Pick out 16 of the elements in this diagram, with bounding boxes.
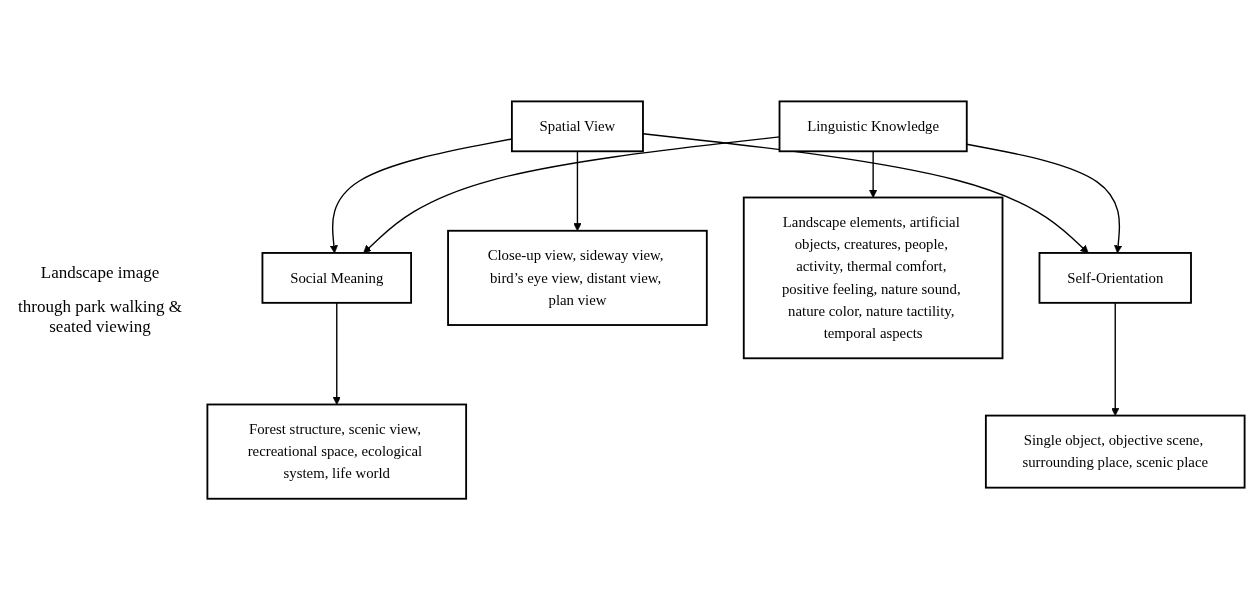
arrow	[1111, 302, 1120, 416]
node-box: Linguistic Knowledge	[778, 100, 968, 153]
node-box: Landscape elements, artificial objects, creatures, people, activity, thermal comfort, positive feeling, nature sound, nature color, nature tactility, temporal aspects	[742, 196, 1004, 360]
arrow	[332, 302, 341, 405]
node-box: Close-up view, sideway view, bird’s eye view, distant view, plan view	[447, 229, 708, 326]
node-box: Forest structure, scenic view, recreational space, ecological system, life world	[206, 403, 468, 500]
arrow	[869, 150, 878, 198]
arrow	[642, 132, 1089, 254]
arrow	[966, 143, 1123, 254]
node-box: Self-Orientation	[1038, 251, 1192, 304]
node-box: Single object, objective scene, surrounding place, scenic place	[984, 414, 1246, 489]
node-box: Social Meaning	[261, 251, 413, 304]
node-box: Spatial View	[510, 100, 644, 153]
arrow	[573, 150, 582, 232]
center-text: Landscape image	[40, 263, 160, 283]
center-text: through park walking & seated viewing	[17, 297, 183, 337]
